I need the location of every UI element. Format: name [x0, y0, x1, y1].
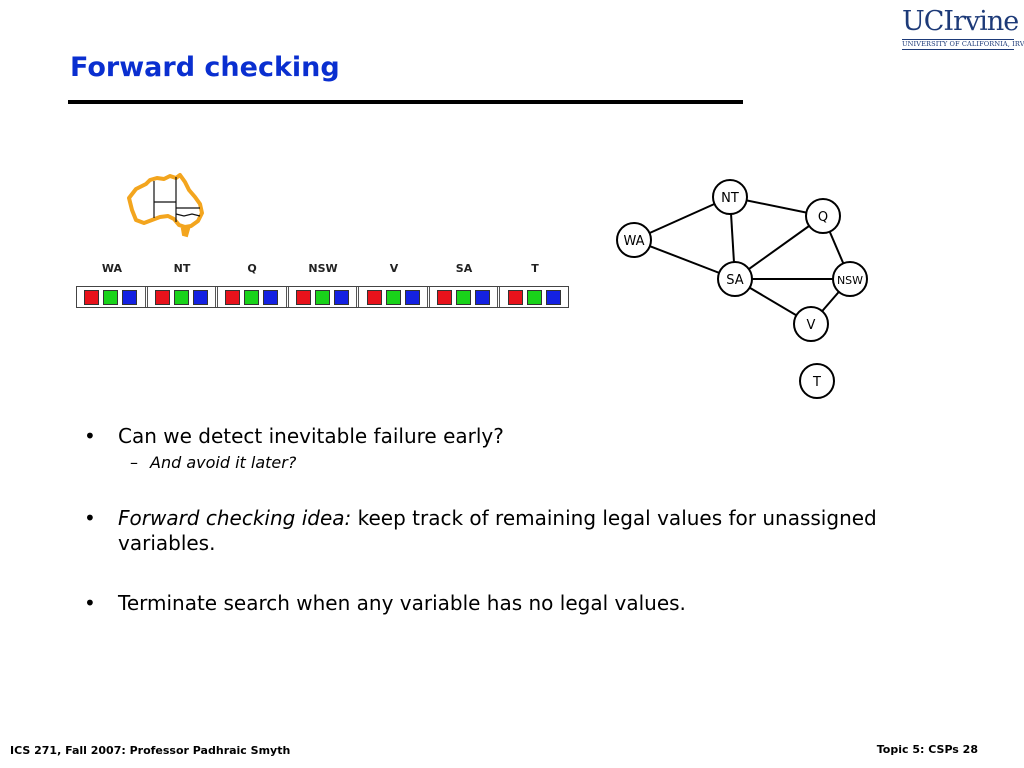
edge-sa-q — [734, 215, 824, 280]
domain-bar — [76, 286, 569, 308]
green-swatch — [244, 289, 260, 305]
node-nsw: NSW — [832, 261, 868, 297]
blue-swatch — [545, 289, 561, 305]
blue-swatch — [192, 289, 208, 305]
slide-title: Forward checking — [70, 52, 340, 83]
green-swatch — [173, 289, 189, 305]
bullet-text-rest: keep track of remaining legal values for… — [118, 506, 877, 555]
bullet-italic-lead: Forward checking idea: — [118, 506, 352, 530]
state-borders — [153, 177, 201, 222]
red-swatch — [225, 289, 241, 305]
node-label: NT — [721, 191, 739, 206]
green-swatch — [315, 289, 331, 305]
red-swatch — [296, 289, 312, 305]
domain-cell-nsw — [289, 287, 360, 307]
bullet-text: Can we detect inevitable failure early? — [118, 424, 504, 448]
node-label: Q — [818, 210, 828, 225]
logo-rule-bottom — [902, 49, 1014, 50]
australia-map-icon — [127, 173, 204, 238]
australia-outline — [127, 173, 204, 229]
logo-subtitle: UNIVERSITY OF CALIFORNIA, IRVINE — [902, 40, 1024, 48]
node-circle — [832, 261, 868, 297]
node-label: SA — [726, 273, 743, 288]
domain-cell-nt — [148, 287, 219, 307]
domain-label-v: V — [389, 262, 399, 275]
red-swatch — [84, 289, 100, 305]
domain-cell-q — [218, 287, 289, 307]
sub-bullet-dash: – — [130, 453, 138, 472]
node-circle — [799, 363, 835, 399]
green-swatch — [385, 289, 401, 305]
node-v: V — [793, 306, 829, 342]
blue-swatch — [263, 289, 279, 305]
blue-swatch — [122, 289, 138, 305]
edge-wa-sa — [633, 239, 736, 280]
bullet-marker: • — [84, 506, 96, 530]
red-swatch — [154, 289, 170, 305]
node-label: WA — [623, 234, 644, 249]
red-swatch — [507, 289, 523, 305]
green-swatch — [103, 289, 119, 305]
node-nt: NT — [712, 179, 748, 215]
uc-irvine-logo: UCIrvine UNIVERSITY OF CALIFORNIA, IRVIN… — [900, 6, 1024, 50]
domain-label-wa: WA — [101, 262, 123, 275]
domain-label-q: Q — [247, 262, 257, 275]
domain-label-t: T — [531, 262, 539, 275]
node-circle — [805, 198, 841, 234]
red-swatch — [366, 289, 382, 305]
node-label: T — [812, 375, 821, 390]
domain-cell-sa — [430, 287, 501, 307]
node-label: NSW — [837, 274, 863, 287]
sub-bullet-text: And avoid it later? — [150, 453, 297, 472]
blue-swatch — [475, 289, 491, 305]
domain-label-nsw: NSW — [308, 262, 338, 275]
domain-label-sa: SA — [455, 262, 473, 275]
green-swatch — [526, 289, 542, 305]
node-wa: WA — [616, 222, 652, 258]
bullet-text: Forward checking idea: keep track of rem… — [118, 506, 878, 556]
tasmania-outline — [180, 228, 191, 238]
domain-labels: WA NT Q NSW V SA T — [77, 262, 570, 280]
logo-wordmark: UCIrvine — [902, 6, 1019, 37]
domain-cell-v — [359, 287, 430, 307]
node-circle — [793, 306, 829, 342]
blue-swatch — [334, 289, 350, 305]
green-swatch — [456, 289, 472, 305]
domain-cell-wa — [77, 287, 148, 307]
node-circle — [712, 179, 748, 215]
title-underline — [68, 100, 743, 104]
node-circle — [717, 261, 753, 297]
constraint-graph: NT Q WA SA NSW V T — [616, 179, 868, 399]
bullet-marker: • — [84, 591, 96, 615]
domain-label-nt: NT — [173, 262, 191, 275]
red-swatch — [437, 289, 453, 305]
bullet-marker: • — [84, 424, 96, 448]
node-t: T — [799, 363, 835, 399]
bullet-text: Terminate search when any variable has n… — [118, 591, 686, 615]
node-circle — [616, 222, 652, 258]
domain-cell-t — [500, 287, 568, 307]
footer-topic-page: Topic 5: CSPs 28 — [876, 743, 978, 756]
node-q: Q — [805, 198, 841, 234]
blue-swatch — [404, 289, 420, 305]
node-sa: SA — [717, 261, 753, 297]
logo-rule-top — [902, 39, 1014, 40]
footer-course-info: ICS 271, Fall 2007: Professor Padhraic S… — [10, 744, 291, 757]
node-label: V — [807, 318, 816, 333]
